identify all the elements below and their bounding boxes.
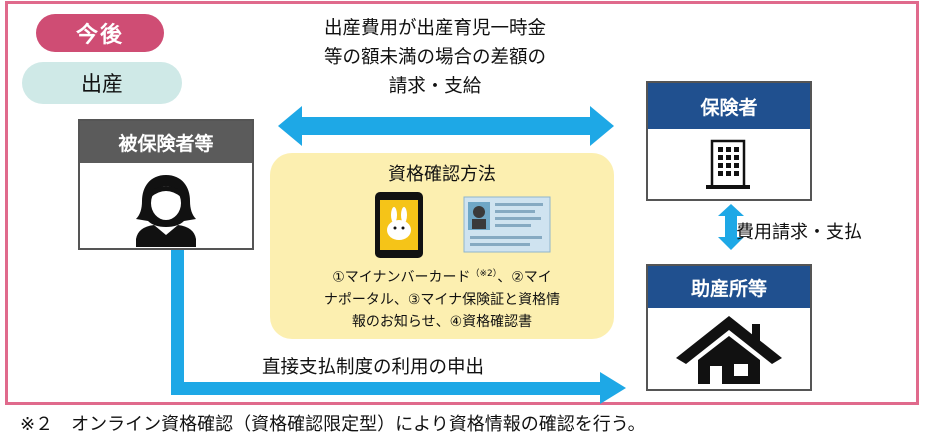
midwife-box: 助産所等	[646, 264, 812, 391]
midwife-header: 助産所等	[648, 266, 810, 308]
verification-line-1: ①マイナンバーカード（※2）、②マイ	[292, 263, 592, 289]
footnote-ref: （※2）	[470, 269, 498, 279]
verification-panel	[270, 153, 614, 339]
verification-title: 資格確認方法	[388, 164, 496, 185]
insured-header: 被保険者等	[80, 121, 252, 163]
top-note-line: 請求・支給	[388, 76, 482, 97]
insured-box: 被保険者等	[78, 119, 254, 250]
badge-birth-label: 出産	[81, 72, 123, 96]
smartphone-app-icon	[375, 192, 423, 258]
badge-now-label: 今後	[75, 23, 124, 48]
top-note: 出産費用が出産育児一時金 等の額未満の場合の差額の 請求・支給	[255, 14, 615, 101]
verification-methods: ①マイナンバーカード（※2）、②マイ ナポータル、③マイナ保険証と資格情 報のお…	[292, 263, 592, 333]
building-icon	[706, 139, 750, 189]
verification-line-1-text: ①マイナンバーカード	[332, 269, 471, 286]
claim-payment-label: 費用請求・支払	[736, 222, 862, 243]
claim-double-arrow	[278, 106, 614, 146]
insurer-box: 保険者	[646, 81, 812, 201]
footnote: ※２ オンライン資格確認（資格確認限定型）により資格情報の確認を行う。	[20, 414, 646, 435]
top-note-line: 等の額未満の場合の差額の	[323, 47, 546, 68]
verification-line-2: ナポータル、③マイナ保険証と資格情	[323, 291, 561, 308]
insurer-header: 保険者	[648, 83, 810, 129]
id-card-icon	[463, 196, 551, 253]
top-note-line: 出産費用が出産育児一時金	[323, 18, 546, 39]
vertical-double-arrow	[718, 204, 744, 250]
verification-line-3: 報のお知らせ、④資格確認書	[351, 313, 533, 330]
direct-payment-arrow	[171, 250, 626, 404]
verification-line-1-tail: 、②マイ	[497, 269, 552, 286]
badge-birth: 出産	[22, 62, 182, 104]
person-icon	[136, 175, 196, 247]
badge-now: 今後	[36, 14, 164, 52]
house-icon	[676, 316, 782, 384]
direct-payment-label: 直接支払制度の利用の申出	[262, 357, 485, 378]
